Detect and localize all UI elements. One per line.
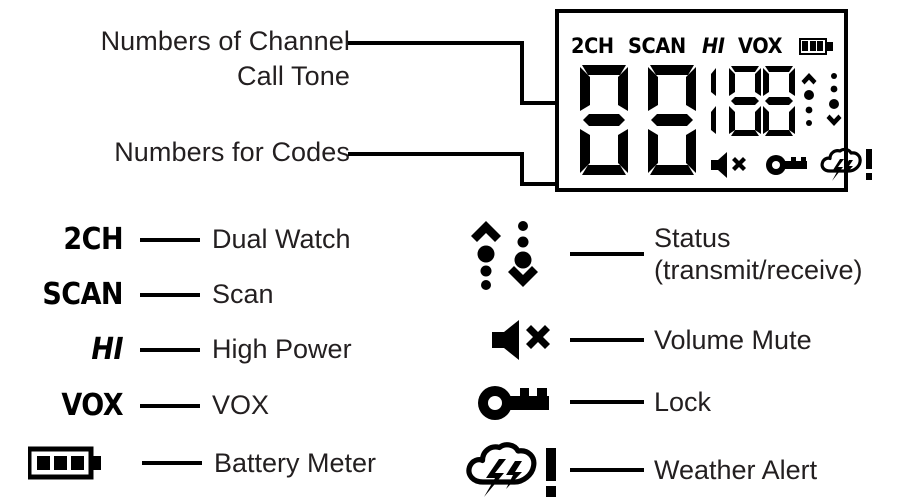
legend-dash-6 bbox=[570, 252, 644, 256]
status-transmit-receive-icon bbox=[471, 221, 538, 290]
battery-meter-icon bbox=[28, 446, 101, 480]
lcd-display-panel: 2CH SCAN HI VOX bbox=[555, 9, 872, 192]
legend-label-volume-mute: Volume Mute bbox=[654, 324, 812, 355]
legend-dash-9 bbox=[570, 468, 644, 472]
legend-glyph-2ch: 2CH bbox=[63, 222, 123, 257]
legend-volume-mute: Volume Mute bbox=[468, 318, 918, 362]
legend-label-scan: Scan bbox=[212, 279, 274, 310]
lock-key-icon bbox=[478, 386, 549, 420]
legend-dash-4 bbox=[140, 403, 200, 408]
lcd-status-icon bbox=[799, 67, 845, 142]
legend-label-weather-alert: Weather Alert bbox=[654, 454, 818, 485]
legend-label-battery-meter: Battery Meter bbox=[214, 447, 377, 478]
battery-icon bbox=[798, 37, 833, 55]
leader-line-1-segment-b bbox=[520, 41, 524, 105]
leader-line-2-segment-b bbox=[520, 152, 524, 186]
lcd-indicator-hi: HI bbox=[702, 34, 725, 58]
legend-vox: VOX VOX bbox=[28, 388, 388, 423]
legend-weather-alert: Weather Alert bbox=[464, 440, 918, 500]
legend-dash-1 bbox=[140, 237, 200, 242]
legend-battery-meter: Battery Meter bbox=[28, 446, 428, 480]
legend-label-vox: VOX bbox=[212, 390, 270, 421]
legend-glyph-vox: VOX bbox=[61, 388, 123, 423]
lcd-small-digits bbox=[709, 65, 795, 142]
legend-label-high-power: High Power bbox=[212, 334, 352, 365]
legend-dash-2 bbox=[140, 292, 200, 297]
volume-mute-icon bbox=[492, 320, 550, 360]
volume-mute-icon bbox=[711, 152, 746, 178]
lcd-status-icon-row bbox=[709, 145, 872, 185]
legend-dash-5 bbox=[142, 461, 202, 465]
legend-high-power: HI High Power bbox=[28, 332, 388, 367]
lcd-main-digits bbox=[573, 63, 705, 186]
legend-lock: Lock bbox=[468, 382, 918, 422]
legend-label-lock: Lock bbox=[654, 386, 712, 417]
lcd-indicator-2ch: 2CH bbox=[571, 34, 614, 58]
status-transmit-receive-icon bbox=[801, 73, 842, 126]
weather-alert-icon bbox=[820, 147, 872, 181]
legend-label-status: Status (transmit/receive) bbox=[654, 222, 863, 285]
callout-channel-calltone-label: Numbers of Channel Call Tone bbox=[100, 26, 350, 91]
leader-line-1-segment-a bbox=[348, 41, 524, 45]
legend-glyph-scan: SCAN bbox=[42, 277, 123, 312]
legend-dash-3 bbox=[140, 347, 200, 352]
leader-line-2-segment-a bbox=[348, 152, 524, 156]
legend-status: Status (transmit/receive) bbox=[468, 216, 918, 292]
callout-codes-label: Numbers for Codes bbox=[114, 137, 350, 167]
lcd-indicator-scan: SCAN bbox=[628, 34, 687, 58]
seven-segment-small bbox=[711, 66, 795, 136]
legend-glyph-hi: HI bbox=[91, 332, 123, 367]
legend-scan: SCAN Scan bbox=[28, 277, 388, 312]
legend-label-dual-watch: Dual Watch bbox=[212, 224, 351, 255]
weather-alert-icon bbox=[466, 442, 556, 497]
lcd-indicator-vox: VOX bbox=[737, 34, 783, 58]
lcd-indicator-row: 2CH SCAN HI VOX bbox=[571, 33, 839, 59]
leader-line-1-segment-c bbox=[520, 101, 584, 105]
legend-dash-7 bbox=[570, 338, 644, 342]
legend-dash-8 bbox=[570, 400, 644, 404]
seven-segment-main bbox=[580, 65, 696, 175]
legend-dual-watch: 2CH Dual Watch bbox=[28, 222, 388, 257]
lock-key-icon bbox=[766, 155, 807, 175]
